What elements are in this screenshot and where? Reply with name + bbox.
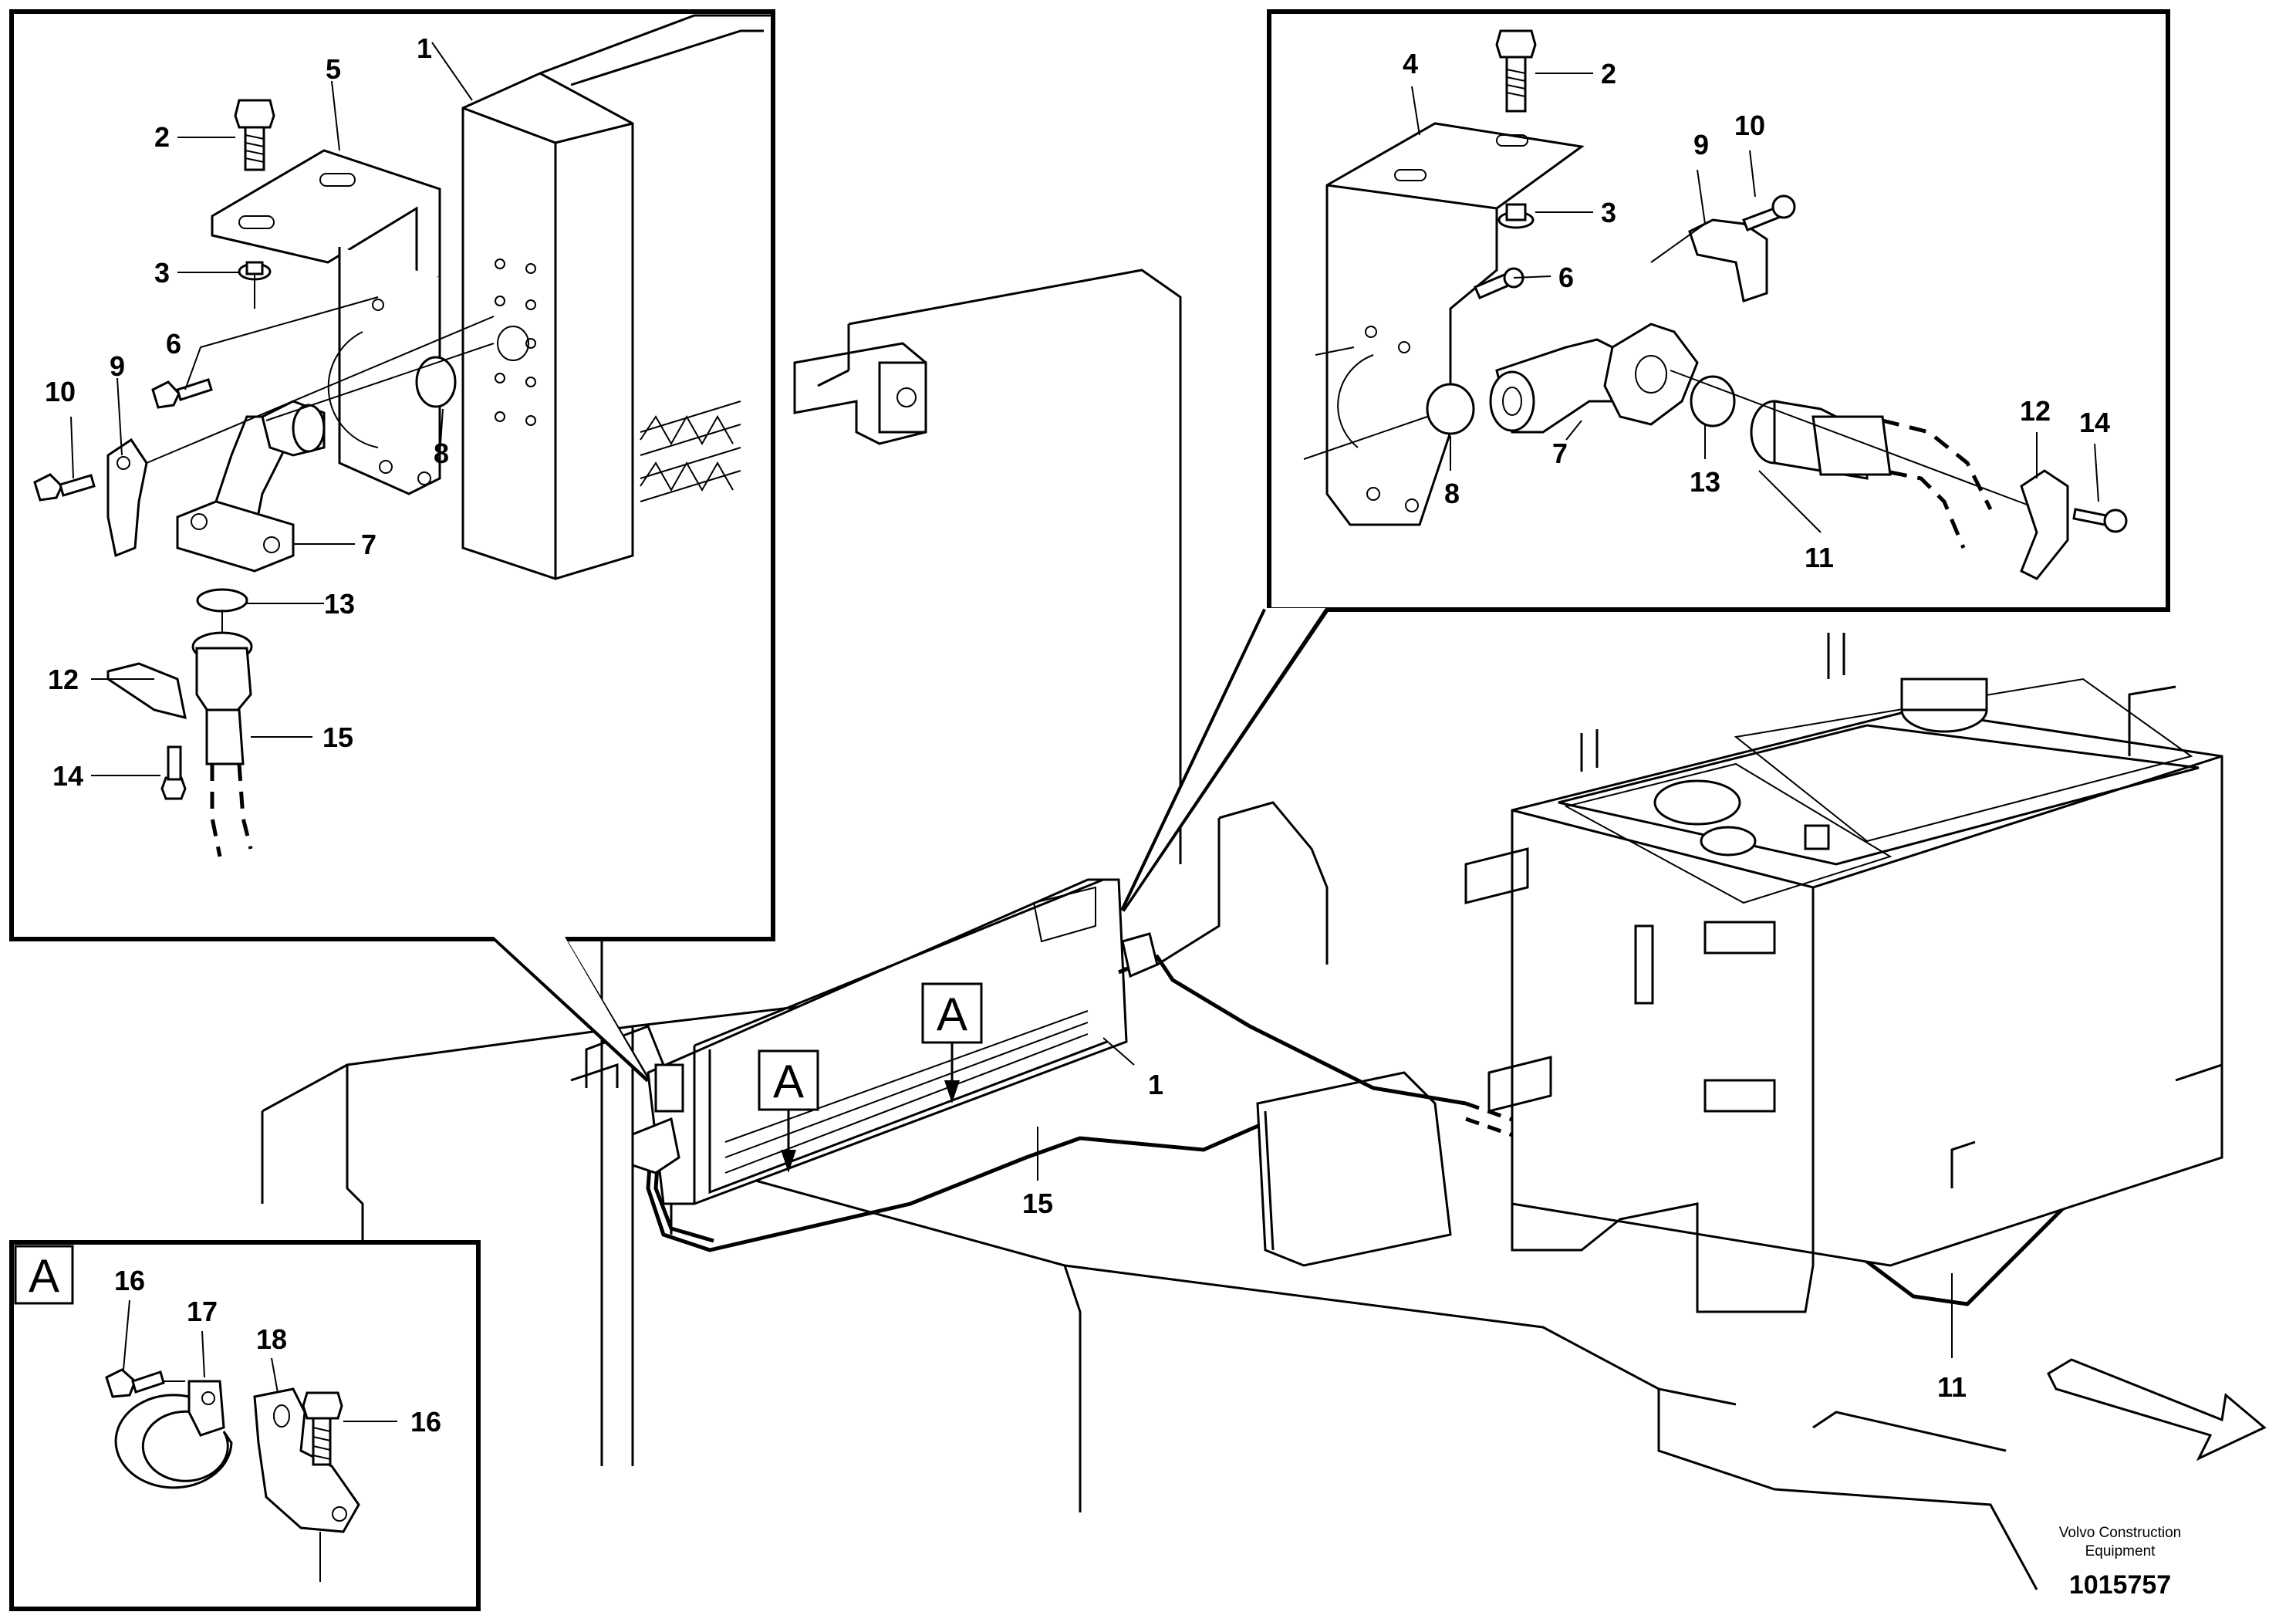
bolt-16-right (302, 1391, 343, 1466)
main-label-11: 11 (1937, 1371, 1967, 1403)
bolt-10-right (1742, 194, 1796, 231)
inset-left-label-14: 14 (52, 760, 83, 792)
inset-left-label-2: 2 (154, 121, 170, 153)
hose-15 (646, 1120, 1267, 1252)
svg-text:A: A (29, 1250, 59, 1302)
inset-left-label-13: 13 (324, 588, 355, 620)
bolt-16-left (105, 1368, 165, 1398)
inset-left-label-9: 9 (110, 350, 125, 382)
inset-left-label-7: 7 (361, 529, 376, 560)
clamp-9-right (1688, 218, 1768, 302)
inset-a-tag: A (14, 1245, 74, 1305)
callout-a-main-1: A (758, 1049, 819, 1173)
svg-text:A: A (937, 988, 967, 1040)
svg-text:A: A (773, 1056, 804, 1107)
inset-left-label-3: 3 (154, 257, 170, 289)
washer-3-right (1497, 203, 1535, 229)
bracket-5 (211, 149, 441, 495)
bolt-14-right (2072, 508, 2128, 533)
inset-left-label-12: 12 (48, 664, 79, 695)
p-clamp-17 (114, 1380, 233, 1489)
bolt-2-left (234, 99, 275, 171)
inset-left-label-1: 1 (417, 32, 432, 64)
main-label-1: 1 (1148, 1069, 1163, 1100)
brand-line-1: Volvo Construction (2059, 1525, 2181, 1541)
bolt-10-left (33, 473, 96, 502)
inset-right-label-9: 9 (1693, 129, 1709, 161)
callout-a-main-2: A (921, 982, 983, 1103)
inset-left-label-6: 6 (166, 328, 181, 360)
doc-number: 1015757 (2069, 1570, 2171, 1600)
inset-left-label-8: 8 (434, 438, 449, 469)
inset-right-label-2: 2 (1601, 58, 1616, 90)
o-ring-13 (196, 588, 248, 613)
inset-right-label-8: 8 (1444, 478, 1460, 509)
brand-line-2: Equipment (2085, 1543, 2156, 1559)
hose-fitting-15 (191, 631, 253, 857)
inset-right-label-6: 6 (1558, 262, 1574, 293)
bolt-6-left (151, 378, 213, 409)
inset-a: A 16 17 (9, 1240, 481, 1611)
inset-right-label-13: 13 (1690, 466, 1720, 498)
main-label-15: 15 (1022, 1188, 1053, 1219)
bolt-14-left (160, 745, 187, 800)
inset-left-label-10: 10 (45, 376, 76, 407)
clamp-12-right (2020, 469, 2069, 580)
inset-right-label-11: 11 (1805, 542, 1834, 573)
inset-left-label-5: 5 (326, 53, 341, 85)
bracket-18 (253, 1387, 360, 1533)
o-ring-13-right (1690, 375, 1736, 427)
inset-right-label-14: 14 (2079, 407, 2110, 438)
inset-right-label-4: 4 (1403, 48, 1418, 79)
inset-right: 4 2 3 6 9 10 8 7 13 12 14 11 (1120, 9, 2170, 912)
bolt-2-right (1495, 29, 1537, 113)
elbow-7 (176, 400, 326, 573)
o-ring-8 (415, 356, 457, 408)
hose-11-right (1750, 400, 1993, 549)
inset-a-label-18: 18 (256, 1323, 287, 1355)
inset-a-label-17: 17 (187, 1296, 218, 1327)
inset-right-label-12: 12 (2020, 395, 2051, 427)
inset-right-label-3: 3 (1601, 197, 1616, 228)
brand-block: Volvo Construction Equipment 1015757 (2059, 1525, 2181, 1600)
inset-right-label-10: 10 (1734, 110, 1765, 141)
hydraulic-tank (1464, 633, 2223, 1313)
inset-left: 1 5 2 3 6 10 9 8 7 13 12 15 14 (9, 9, 775, 1083)
clamp-9 (106, 438, 148, 558)
inset-left-label-15: 15 (322, 721, 353, 753)
filter-canister (1256, 1071, 1452, 1267)
inset-a-label-16-right: 16 (410, 1406, 441, 1438)
inset-a-label-16-top: 16 (114, 1265, 145, 1296)
inset-right-label-7: 7 (1552, 438, 1568, 469)
direction-arrow (2047, 1358, 2267, 1461)
bracket-4 (1325, 122, 1585, 526)
tube-7 (1489, 323, 1699, 434)
o-ring-8-right (1426, 383, 1475, 435)
